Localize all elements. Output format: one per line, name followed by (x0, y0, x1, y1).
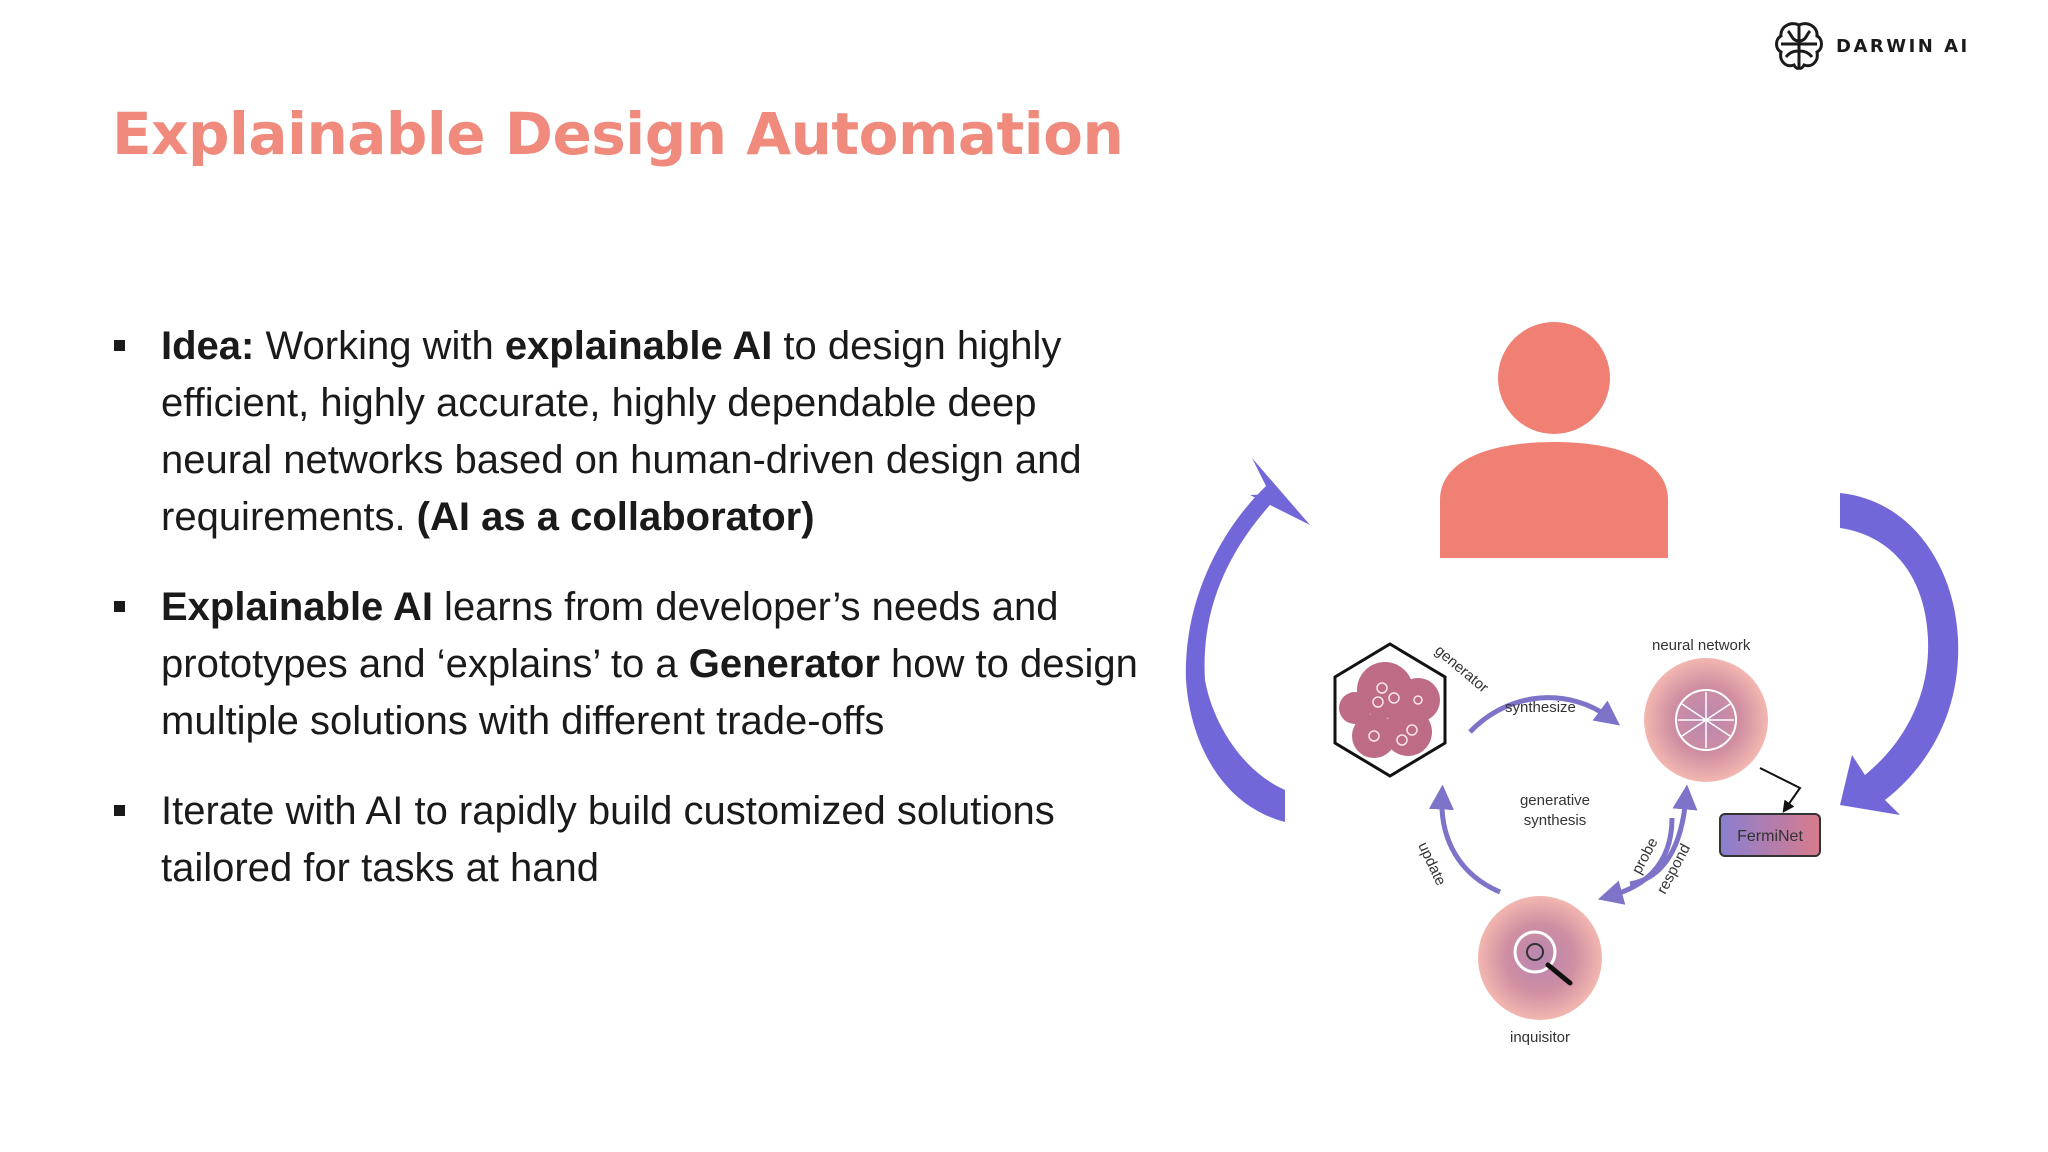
brain-icon (1775, 22, 1823, 70)
slide-title: Explainable Design Automation (112, 100, 1124, 168)
bullet-text: to design highly efficient, highly accur… (161, 324, 1082, 539)
bullet-text: Working with (254, 324, 505, 368)
logo-text: DARWIN AI (1836, 35, 1970, 57)
bullet-item-iterate: Iterate with AI to rapidly build customi… (112, 783, 1152, 897)
neural-network-label: neural network (1652, 637, 1751, 654)
bullet-emphasis: explainable AI (504, 324, 773, 368)
bullet-lead: Idea: (161, 324, 255, 368)
bullet-marker (114, 340, 125, 351)
bullet-text: how to design multiple solutions with di… (161, 642, 1138, 743)
darwin-ai-logo: DARWIN AI (1772, 18, 1970, 74)
neural-network-orb (1644, 658, 1768, 782)
person-icon (1440, 322, 1668, 558)
generator-hexagon (1333, 642, 1447, 778)
right-cycle-arrow-icon (1840, 493, 1959, 815)
bullet-text: Iterate with AI to rapidly build customi… (161, 789, 1055, 890)
ferminet-connector (1759, 767, 1802, 813)
generative-synthesis-diagram: generator synthesize neural network gene… (1185, 322, 1959, 1046)
respond-arrow (1597, 817, 1675, 905)
bullet-marker (114, 601, 125, 612)
ferminet-box (1719, 813, 1821, 857)
ferminet-label: FermiNet (1737, 828, 1803, 845)
bullet-lead: Explainable AI (161, 585, 433, 629)
update-label: update (1414, 840, 1449, 889)
synthesize-label: synthesize (1505, 699, 1576, 716)
update-arrow (1428, 784, 1501, 895)
generative-synthesis-label-2: synthesis (1524, 812, 1587, 829)
inquisitor-orb (1478, 896, 1602, 1020)
left-cycle-arrow-icon (1185, 458, 1310, 822)
bullet-item-idea: Idea: Working with explainable AI to des… (112, 318, 1152, 546)
bullet-emphasis: (AI as a collaborator) (416, 495, 815, 539)
bullet-emphasis: Generator (688, 642, 880, 686)
bullet-marker (114, 805, 125, 816)
bullet-text: learns from developer’s needs and protot… (161, 585, 1059, 686)
synthesize-arrow (1468, 695, 1621, 734)
bullet-item-explainable-ai: Explainable AI learns from developer’s n… (112, 579, 1152, 750)
inquisitor-label: inquisitor (1510, 1029, 1570, 1046)
bullet-list: Idea: Working with explainable AI to des… (112, 318, 1152, 930)
generative-synthesis-label-1: generative (1520, 792, 1590, 809)
